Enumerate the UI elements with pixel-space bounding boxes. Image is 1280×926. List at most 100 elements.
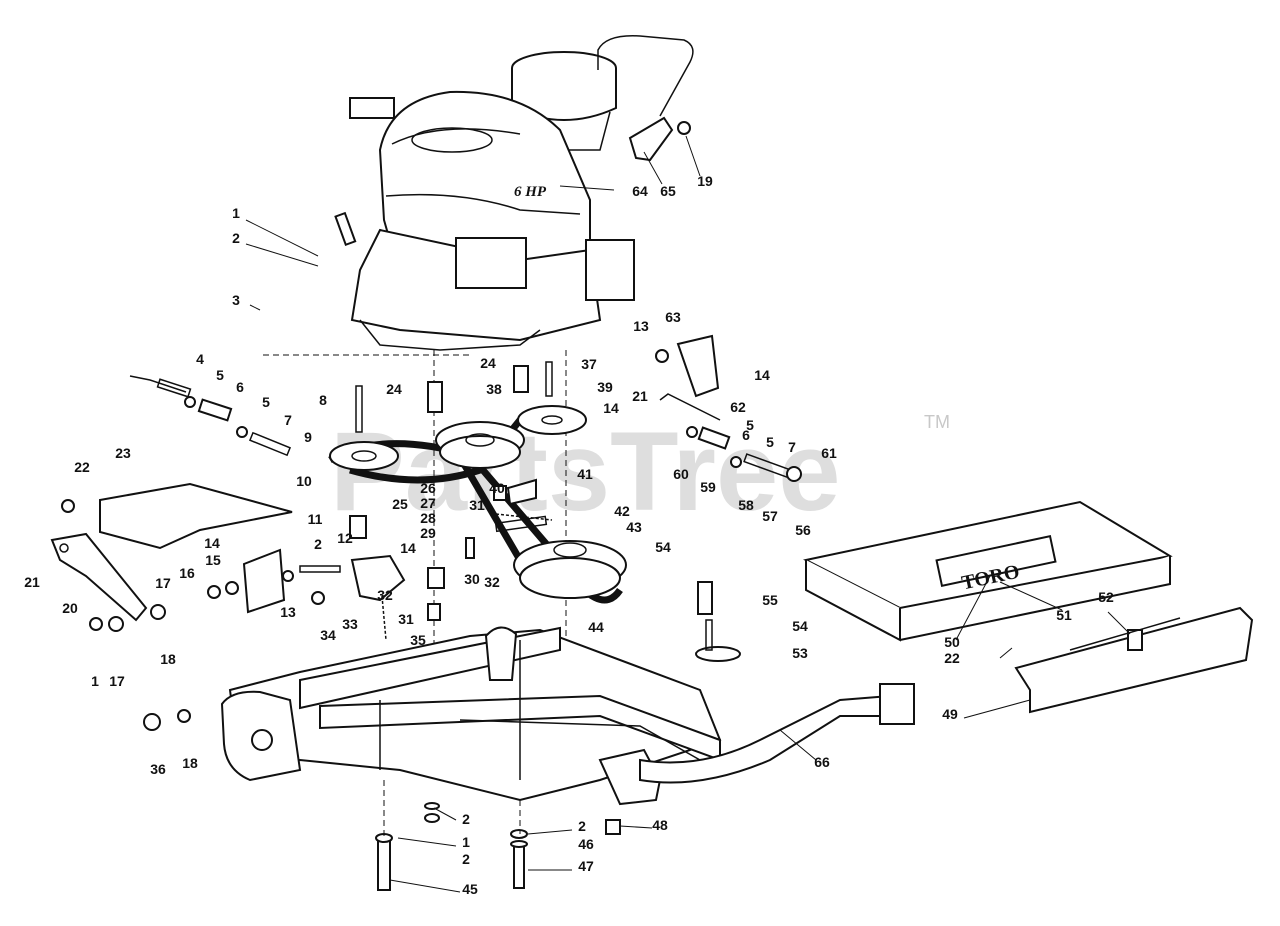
callout-60: 60 [673,466,689,482]
callout-54: 54 [655,539,671,555]
callout-43: 43 [626,519,642,535]
callout-leaders [245,135,1131,893]
callout-53: 53 [792,645,808,661]
callout-2: 2 [462,851,470,867]
watermark-tm: TM [924,412,950,432]
callout-52: 52 [1098,589,1114,605]
callout-35: 35 [410,632,426,648]
callout-8: 8 [319,392,327,408]
callout-2: 2 [462,811,470,827]
callout-31: 31 [469,497,485,513]
callout-31: 31 [398,611,414,627]
callout-44: 44 [588,619,604,635]
callout-41: 41 [577,466,593,482]
watermark-text: PartsTree [330,409,841,534]
callout-12: 12 [337,530,353,546]
callout-labels: 1234565789101112141521617131422232120181… [24,173,1114,897]
callout-54: 54 [792,618,808,634]
callout-1: 1 [91,673,99,689]
frame [220,626,722,806]
callout-13: 13 [633,318,649,334]
callout-30: 30 [464,571,480,587]
callout-38: 38 [486,381,502,397]
callout-46: 46 [578,836,594,852]
callout-7: 7 [788,439,796,455]
callout-64: 64 [632,183,648,199]
callout-17: 17 [109,673,125,689]
callout-28: 28 [420,510,436,526]
callout-2: 2 [578,818,586,834]
left-mount-plate [207,548,325,614]
belt-cover: TORO [803,500,1254,714]
bracket-65 [628,116,674,162]
callout-14: 14 [400,540,416,556]
cover-23 [99,482,293,550]
callout-1: 1 [462,834,470,850]
callout-14: 14 [204,535,220,551]
callout-24: 24 [480,355,496,371]
callout-14: 14 [754,367,770,383]
callout-2: 2 [232,230,240,246]
callout-32: 32 [484,574,500,590]
callout-9: 9 [304,429,312,445]
callout-66: 66 [814,754,830,770]
nut-19 [677,121,691,135]
callout-20: 20 [62,600,78,616]
drive-belts-pulleys [328,361,627,604]
callout-61: 61 [821,445,837,461]
callout-45: 45 [462,881,478,897]
callout-40: 40 [489,480,505,496]
callout-42: 42 [614,503,630,519]
callout-50: 50 [944,634,960,650]
callout-33: 33 [342,616,358,632]
callout-5: 5 [216,367,224,383]
callout-58: 58 [738,497,754,513]
callout-10: 10 [296,473,312,489]
engine-hp-label: 6 HP [514,184,547,200]
callout-16: 16 [179,565,195,581]
callout-11: 11 [308,511,323,527]
arm-20 [50,499,166,632]
callout-22: 22 [74,459,90,475]
callout-27: 27 [420,495,436,511]
engine: 6 HP [334,35,694,351]
watermark: PartsTree TM [330,409,950,534]
callout-13: 13 [280,604,296,620]
callout-7: 7 [284,412,292,428]
callout-19: 19 [697,173,713,189]
handle-66 [639,683,915,784]
callout-48: 48 [652,817,668,833]
callout-63: 63 [665,309,681,325]
callout-18: 18 [182,755,198,771]
idler-bracket [282,513,553,641]
callout-6: 6 [236,379,244,395]
callout-56: 56 [795,522,811,538]
callout-32: 32 [377,587,393,603]
callout-26: 26 [420,480,436,496]
callout-15: 15 [205,552,221,568]
bottom-fasteners [143,581,741,891]
callout-4: 4 [196,351,204,367]
callout-29: 29 [420,525,436,541]
callout-51: 51 [1056,607,1072,623]
callout-3: 3 [232,292,240,308]
callout-65: 65 [660,183,676,199]
callout-24: 24 [386,381,402,397]
callout-39: 39 [597,379,613,395]
callout-62: 62 [730,399,746,415]
callout-57: 57 [762,508,778,524]
callout-6: 6 [742,427,750,443]
callout-1: 1 [232,205,240,221]
callout-5: 5 [766,434,774,450]
callout-5: 5 [262,394,270,410]
callout-36: 36 [150,761,166,777]
callout-59: 59 [700,479,716,495]
callout-25: 25 [392,496,408,512]
callout-34: 34 [320,627,336,643]
callout-23: 23 [115,445,131,461]
callout-18: 18 [160,651,176,667]
callout-21: 21 [24,574,40,590]
callout-49: 49 [942,706,958,722]
tension-rod-right [655,334,802,482]
